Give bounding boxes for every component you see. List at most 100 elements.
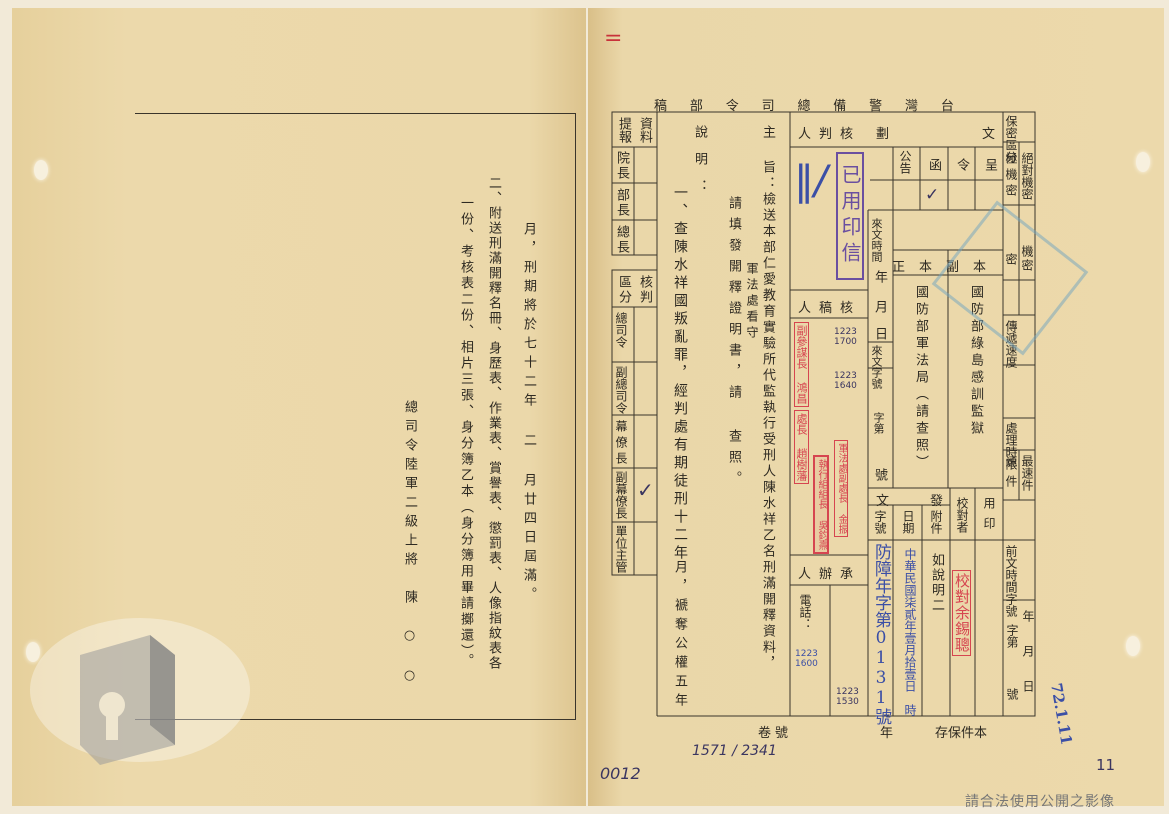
binding-hole: [34, 160, 48, 180]
explanation-item-1-cont: 月，褫奪公權五年: [672, 560, 687, 712]
classification-confidential: 密: [1004, 253, 1018, 265]
handwritten-time: 1223 1700: [834, 327, 857, 347]
approval-header: 核判: [637, 275, 652, 305]
incoming-number-label: 來文字號: [870, 345, 883, 389]
classification-top-secret-absolute: 絕對機密: [1020, 152, 1034, 200]
prior-hao: 號: [1005, 688, 1019, 700]
outgoing-number-label: 字號: [873, 510, 887, 534]
usage-notice: 請合法使用公開之影像: [965, 794, 1115, 810]
reviewer-stamp: 處長 趙樹藩: [794, 410, 809, 484]
classification-header: 保密區分: [1004, 115, 1018, 163]
binding-hole: [26, 642, 40, 662]
reviewer-stamp: 副參謀長 鴻昌: [794, 322, 809, 407]
report-header: 提報: [616, 117, 631, 143]
header-char: 司: [761, 99, 775, 114]
approval-row-label: 單位主管: [614, 525, 628, 573]
left-text-column: 二、附送刑滿開釋名冊、身歷表、作業表、賞譽表、懲罰表、人像指紋表各: [486, 176, 501, 671]
subject-insertion: 軍法處看守: [745, 262, 759, 342]
handwritten-time: 1223 1600: [795, 649, 818, 669]
main-recipient: 國防部綠島感訓監獄: [968, 285, 983, 438]
explanation-request: 請填發開釋證明書，請 查照。: [726, 196, 741, 492]
approval-row-label: 總司令: [614, 312, 628, 348]
doc-type-label: 文: [982, 127, 996, 142]
reviewer-header-char: 稿: [819, 301, 841, 316]
reviewer-stamp: 軍法處副處長 金振: [834, 440, 848, 537]
subject-text: 旨：檢送本部仁愛教育實驗所代監執行受刑人陳水祥乙名刑滿開釋資料，: [760, 160, 775, 672]
proofreader-stamp: 校對余錫聰: [952, 570, 971, 656]
binding-hole: [1136, 152, 1150, 172]
outgoing-label-char: 發: [930, 494, 944, 509]
red-mark: =: [604, 26, 623, 51]
approval-checkmark: ✓: [637, 478, 654, 502]
phone-label: 電話：: [798, 594, 812, 630]
doc-type-letter: 函: [926, 158, 941, 171]
right-page: [588, 8, 1164, 806]
reviewer-header-char: 核: [840, 301, 862, 316]
prior-month-label: 月: [1021, 645, 1035, 657]
header-char: 備: [833, 99, 847, 114]
header-char: 令: [725, 99, 739, 114]
incoming-time-label: 來文時間: [870, 218, 883, 262]
draw-label: 劃: [876, 127, 890, 142]
explanation-label: 說明：: [692, 125, 707, 206]
handler-header-char: 承: [840, 567, 862, 582]
reviewer-header-char: 人: [798, 301, 820, 316]
classification-top-secret: 極機密: [1004, 152, 1018, 200]
attachment-value: 如說明二: [929, 553, 944, 613]
footer-volume-label: 卷號: [758, 726, 793, 741]
report-header: 資料: [637, 117, 652, 143]
copy-header-char: 本: [918, 260, 946, 275]
incoming-day-label: 日: [872, 327, 887, 340]
incoming-year-label: 年: [872, 270, 887, 283]
copy-header-char: 正: [891, 260, 919, 275]
copy-header-char: 副: [945, 260, 973, 275]
header-char: 警: [869, 99, 883, 114]
binding-hole: [1126, 636, 1140, 656]
copy-header-char: 本: [972, 260, 1000, 275]
footer-retention-label: 本件保存: [935, 726, 988, 741]
prior-year-label: 年: [1021, 610, 1035, 622]
report-row-label: 院長: [614, 151, 629, 181]
approver-header: 核 判 人: [798, 123, 861, 142]
left-text-column: 一份、考核表二份、相片三張、身分簿乙本（身分簿用畢請擲還）。: [458, 196, 473, 670]
report-row-label: 部長: [614, 188, 629, 218]
doc-type-order: 令: [954, 158, 969, 171]
handler-header: 承 辦 人: [798, 563, 861, 582]
left-text-column: 月，刑期將於七十二年 二 月廿四日屆滿。: [521, 222, 536, 606]
seal-used-stamp: 已用印信: [836, 152, 864, 280]
doc-type-petition: 呈: [982, 158, 997, 171]
right-page-number: 11: [1096, 756, 1116, 774]
outgoing-label-char: 文: [876, 494, 890, 509]
outgoing-date-label: 日期: [901, 510, 915, 534]
copy-header: 本 副 本 正: [892, 256, 1000, 275]
prior-day-label: 日: [1021, 680, 1035, 692]
incoming-month-label: 月: [872, 300, 887, 313]
form-header-title: 台 灣 警 備 總 司 令 部 稿: [654, 95, 954, 114]
handwritten-mark: ‖/: [794, 158, 828, 204]
approver-header-char: 核: [840, 127, 862, 142]
deadline-label: 處理時限: [1004, 422, 1018, 470]
header-char: 總: [797, 99, 811, 114]
urgency-most-urgent: 最速件: [1020, 455, 1034, 491]
cc-recipient: 國防部軍法局（請查照）: [913, 285, 928, 472]
header-char: 灣: [905, 99, 919, 114]
approver-header-char: 人: [798, 127, 820, 142]
incoming-hao: 號: [872, 468, 887, 481]
subject-label: 主: [760, 125, 775, 138]
archive-watermark-logo: [30, 618, 250, 765]
signature-line: 總司令陸軍二級上將 陳 ○ ○: [402, 400, 417, 689]
approval-row-label: 幕僚長: [614, 420, 628, 468]
header-char: 稿: [654, 99, 668, 114]
incoming-zi-di: 字第: [872, 412, 885, 434]
left-text-frame: [135, 113, 576, 720]
handler-header-char: 辦: [819, 567, 841, 582]
volume-handwritten: 1571 / 2341: [692, 743, 777, 759]
outgoing-number-value: 防障年字第0131號: [871, 543, 891, 725]
header-char: 台: [940, 99, 954, 114]
prior-zi-di: 字第: [1005, 624, 1019, 648]
urgency-urgent: 速件: [1004, 455, 1018, 495]
prior-ref-label: 前文時間字號: [1004, 545, 1018, 617]
left-page-number: 0012: [600, 764, 641, 783]
handwritten-time: 1223 1640: [834, 371, 857, 391]
